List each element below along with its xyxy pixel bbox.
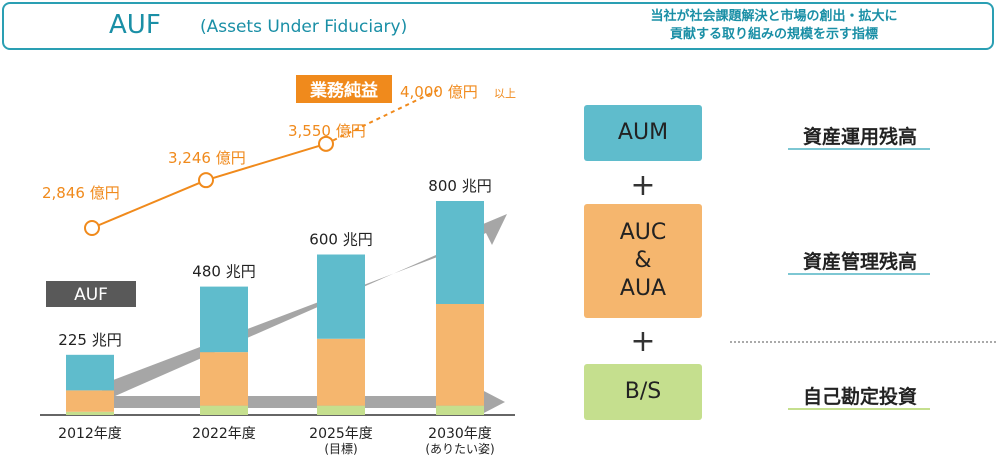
line-value-label-3: 4,000 億円 [400,83,478,101]
auf-tag-box [46,281,136,307]
bar-seg-1-3 [436,303,484,406]
x-tick-label-2: 2025年度 [309,426,373,442]
line-value-label-2: 3,550 億円 [288,122,366,140]
line-value-suffix: 以上 [494,87,516,100]
line-series-tag-box [296,75,392,103]
category-underline-1 [788,148,930,150]
bar-total-label-1: 480 兆円 [192,263,255,281]
bar-seg-0-1 [200,405,248,415]
bar-total-label-2: 600 兆円 [309,231,372,249]
x-tick-label-3: 2030年度 [428,426,492,442]
bs-box: B/S [584,364,702,420]
bar-seg-0-3 [436,405,484,415]
category-underline-2 [788,273,930,275]
bar-seg-2-1 [200,286,248,353]
line-segment-1 [205,142,327,182]
category-proprietary-investment: 自己勘定投資 [802,386,917,408]
category-divider [730,341,996,343]
bar-seg-1-2 [317,338,365,406]
category-asset-administration: 資産管理残高 [802,251,917,273]
line-point-2 [318,135,334,152]
bar-total-label-3: 800 兆円 [428,177,491,195]
plus-sign-1: + [630,168,656,203]
aum-box: AUM [584,105,702,161]
header-title: AUF [109,10,161,40]
line-series-tag-label: 業務純益 [310,80,378,101]
line-value-label-0: 2,846 億円 [42,184,120,202]
category-underline-3 [788,408,930,410]
bar-seg-2-2 [317,254,365,339]
bar-seg-2-0 [66,354,114,391]
line-point-1 [198,172,214,189]
header-description-line2: 貢献する取り組みの規模を示す指標 [669,27,878,42]
category-asset-management: 資産運用残高 [802,126,917,148]
line-segment-0 [91,179,207,229]
x-tick-sublabel-2: (目標) [324,442,357,456]
header-description: 当社が社会課題解決と市場の創出・拡大に 貢献する取り組みの規模を示す指標 [564,8,984,44]
bar-seg-0-0 [66,411,114,415]
bar-seg-2-3 [436,201,484,304]
header-description-line1: 当社が社会課題解決と市場の創出・拡大に [650,9,898,24]
auc-aua-box: AUC & AUA [584,204,702,318]
bar-total-label-0: 225 兆円 [58,331,121,349]
bar-seg-1-1 [200,352,248,406]
line-value-label-1: 3,246 億円 [168,149,246,167]
plus-sign-2: + [630,324,656,359]
bar-seg-1-0 [66,390,114,412]
x-tick-sublabel-3: (ありたい姿) [425,442,494,456]
x-tick-label-0: 2012年度 [58,426,122,442]
header-subtitle: (Assets Under Fiduciary) [200,17,408,37]
ampersand-label: & [634,248,652,273]
auc-label: AUC [619,220,667,245]
bs-label: B/S [624,379,662,404]
x-tick-label-1: 2022年度 [192,426,256,442]
auf-tag-label: AUF [74,285,108,305]
header-banner: AUF (Assets Under Fiduciary) 当社が社会課題解決と市… [2,2,994,50]
bar-seg-0-2 [317,405,365,415]
auf-chart: 2,846 億円 3,246 億円 3,550 億円 4,000 億円 以上 225 兆… [40,75,516,456]
aua-label: AUA [619,276,667,301]
aum-label: AUM [617,120,669,145]
line-point-0 [84,220,100,236]
